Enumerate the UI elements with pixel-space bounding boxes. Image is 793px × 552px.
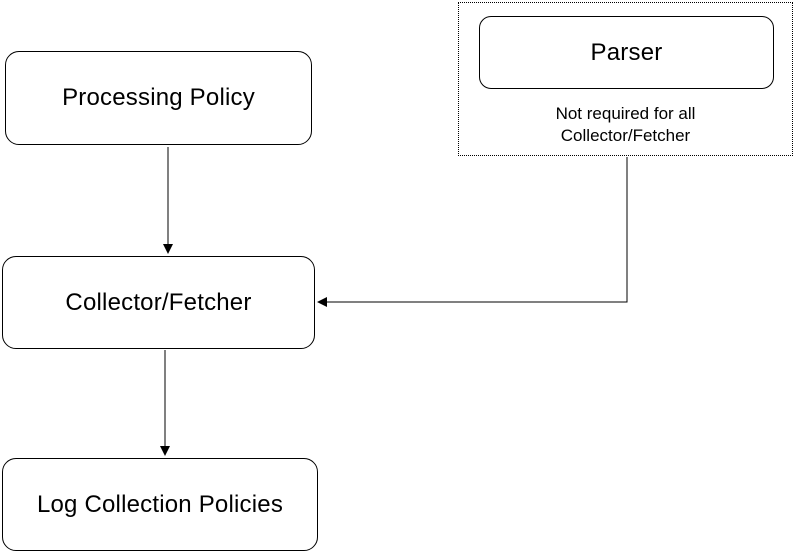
parser-label: Parser (590, 38, 663, 66)
parser-note-line-2: Collector/Fetcher (560, 126, 691, 145)
edge-parser-to-collector (317, 157, 628, 307)
processing-policy-label: Processing Policy (62, 84, 255, 111)
parser-note-line-1: Not required for all (555, 104, 696, 123)
processing-policy-node[interactable]: Processing Policy (5, 51, 312, 145)
parser-node[interactable]: Parser (479, 16, 774, 89)
parser-note: Not required for all Collector/Fetcher (459, 103, 792, 147)
collector-fetcher-label: Collector/Fetcher (65, 288, 252, 316)
log-collection-policies-node[interactable]: Log Collection Policies (2, 458, 318, 551)
log-collection-policies-label: Log Collection Policies (36, 490, 284, 518)
optional-parser-group: Parser Not required for all Collector/Fe… (458, 2, 793, 156)
collector-fetcher-node[interactable]: Collector/Fetcher (2, 256, 315, 349)
